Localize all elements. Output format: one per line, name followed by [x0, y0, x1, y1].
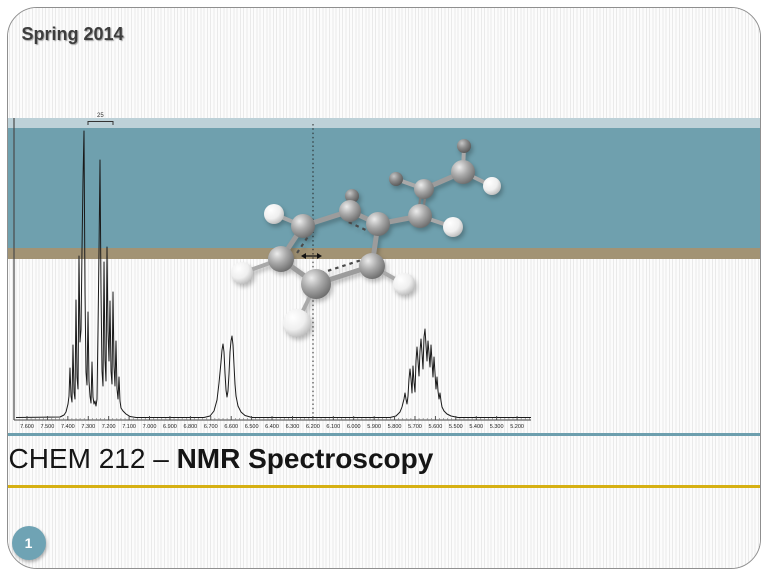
tick-label: 7.600	[20, 424, 34, 430]
back-atom	[388, 171, 403, 186]
page-number-badge: 1	[11, 525, 46, 560]
spectrum-ticks	[26, 415, 530, 420]
title-course-text: CHEM 212 –	[8, 442, 177, 474]
carbon-atom	[338, 199, 361, 222]
tick-label: 6.300	[285, 424, 299, 430]
tick-label: 5.800	[387, 424, 401, 430]
carbon-atom	[300, 268, 331, 299]
tick-label: 5.500	[448, 424, 462, 430]
tick-label: 6.600	[224, 424, 238, 430]
carbon-atom	[365, 211, 390, 236]
back-atom	[456, 138, 471, 153]
hydrogen-atom	[442, 216, 463, 237]
divider-gold-line	[8, 484, 760, 488]
tick-label: 7.300	[81, 424, 95, 430]
tick-label: 6.100	[326, 424, 340, 430]
tick-label: 5.700	[408, 424, 422, 430]
aromatic-dash	[294, 230, 312, 256]
molecule-group	[230, 138, 501, 337]
tick-label: 5.900	[367, 424, 381, 430]
integral-bracket: 25	[87, 113, 113, 125]
carbon-atom	[290, 213, 315, 238]
slide-frame: 7.600 7.500 7.400 7.300 7.200 7.100 7.000 6.900…	[7, 7, 761, 569]
carbon-atom	[450, 159, 475, 184]
tick-label: 7.100	[122, 424, 136, 430]
carbon-atom	[358, 252, 385, 279]
aromatic-dashes	[294, 219, 366, 274]
tick-label: 6.900	[163, 424, 177, 430]
tick-label: 6.700	[203, 424, 217, 430]
tick-label: 6.500	[244, 424, 258, 430]
molecule-ball-stick-model	[230, 138, 501, 337]
hydrogen-atom	[230, 261, 253, 284]
tick-label: 5.200	[510, 424, 524, 430]
tick-label: 6.000	[346, 424, 360, 430]
band-tan	[8, 247, 760, 259]
hydrogen-atom	[263, 203, 284, 224]
slide-header-date: Spring 2014	[21, 23, 124, 44]
carbon-atom	[267, 245, 294, 272]
tick-label: 5.300	[489, 424, 503, 430]
tick-label: 7.400	[60, 424, 74, 430]
aromatic-dash	[344, 219, 366, 231]
tick-label: 6.200	[305, 424, 319, 430]
tick-label: 6.400	[265, 424, 279, 430]
double-arrow-icon	[300, 252, 322, 259]
back-atom	[344, 188, 359, 203]
carbon-atom	[413, 178, 434, 199]
spectrum-tick-labels: 7.600 7.500 7.400 7.300 7.200 7.100 7.000 6.900…	[20, 424, 524, 430]
nmr-spectrum-chart: 7.600 7.500 7.400 7.300 7.200 7.100 7.000 6.900…	[12, 113, 531, 430]
tick-label: 6.800	[183, 424, 197, 430]
slide-title: CHEM 212 – NMR Spectroscopy	[9, 443, 434, 475]
band-light-blue	[8, 117, 760, 128]
carbon-atom	[407, 203, 432, 228]
integral-value: 25	[97, 113, 104, 119]
spectrum-curve	[15, 130, 531, 418]
divider-teal-line	[8, 432, 760, 436]
hydrogen-atom	[392, 272, 415, 295]
title-subject-text: NMR Spectroscopy	[176, 442, 434, 474]
tick-label: 7.000	[142, 424, 156, 430]
tick-label: 7.200	[101, 424, 115, 430]
hydrogen-atom	[482, 176, 501, 195]
tick-label: 5.400	[469, 424, 483, 430]
tick-label: 5.600	[428, 424, 442, 430]
tick-label: 7.500	[40, 424, 54, 430]
molecule-atoms	[230, 138, 501, 337]
hydrogen-atom	[282, 308, 311, 337]
slide-content: 7.600 7.500 7.400 7.300 7.200 7.100 7.000 6.900…	[8, 8, 760, 568]
